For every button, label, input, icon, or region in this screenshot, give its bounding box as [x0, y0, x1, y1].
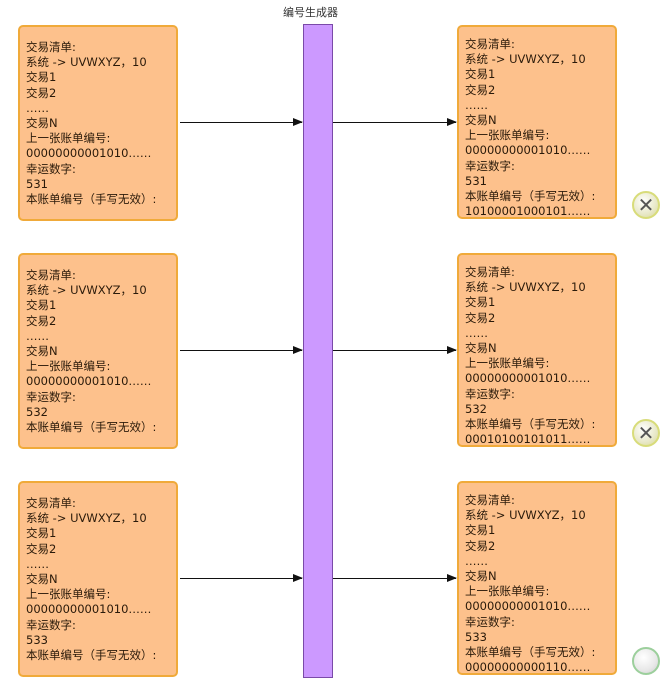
- bill-line: 531: [465, 173, 487, 188]
- bill-line: 上一张账单编号:: [26, 587, 111, 602]
- bill-line: 交易N: [465, 113, 497, 128]
- bill-line: 上一张账单编号:: [465, 584, 550, 599]
- arrow-to-generator: [180, 574, 303, 582]
- bill-line: 系统 -> UVWXYZ，10: [26, 283, 147, 298]
- bill-line: 幸运数字:: [465, 614, 515, 629]
- bill-line: 00000000001010……: [26, 374, 152, 389]
- bill-line: 00000000001010……: [465, 143, 591, 158]
- bill-line: 系统 -> UVWXYZ，10: [465, 508, 586, 523]
- bill-line: 幸运数字:: [26, 161, 76, 176]
- bill-line: 10100001000101……: [465, 204, 591, 219]
- bill-line: 交易1: [465, 67, 496, 82]
- bill-line: 交易清单:: [26, 268, 76, 282]
- bill-line: 交易1: [465, 295, 496, 310]
- bill-line: 本账单编号（手写无效）:: [26, 420, 157, 435]
- arrow-to-generator: [180, 118, 303, 126]
- bill-line: 本账单编号（手写无效）:: [26, 192, 157, 207]
- bill-line: 交易2: [26, 85, 57, 100]
- bill-line: 交易1: [26, 70, 57, 85]
- bill-line: 交易2: [26, 541, 57, 556]
- accepted-circle-icon: [632, 647, 660, 675]
- bill-line: 533: [465, 629, 487, 644]
- rejected-x-icon: ✕: [632, 419, 660, 447]
- bill-line: 交易1: [465, 523, 496, 538]
- bill-line: 00000000001010……: [26, 146, 152, 161]
- bill-line: ……: [26, 556, 49, 571]
- bill-line: 00000000000110……: [465, 660, 591, 675]
- bill-line: 00000000001010……: [465, 599, 591, 614]
- bill-line: 交易清单:: [465, 493, 515, 507]
- bill-line: 幸运数字:: [26, 617, 76, 632]
- bill-line: 系统 -> UVWXYZ，10: [26, 55, 147, 70]
- bill-line: 00000000001010……: [26, 602, 152, 617]
- bill-line: 系统 -> UVWXYZ，10: [465, 280, 586, 295]
- bill-line: 532: [465, 401, 487, 416]
- bill-line: 幸运数字:: [465, 158, 515, 173]
- bill-line: ……: [465, 553, 488, 568]
- bill-line: 交易清单:: [465, 265, 515, 279]
- bill-line: 交易清单:: [465, 37, 515, 51]
- bill-line: 幸运数字:: [26, 389, 76, 404]
- bill-line: ……: [26, 100, 49, 115]
- rejected-x-icon: ✕: [632, 191, 660, 219]
- bill-line: ……: [26, 328, 49, 343]
- arrow-to-output: [333, 574, 457, 582]
- bill-line: 00010100101011……: [465, 432, 591, 447]
- arrow-to-generator: [180, 346, 303, 354]
- bill-line: 本账单编号（手写无效）:: [465, 645, 596, 660]
- bill-line: 531: [26, 176, 48, 191]
- bill-line: 幸运数字:: [465, 386, 515, 401]
- arrow-to-output: [333, 346, 457, 354]
- bill-line: 交易2: [26, 313, 57, 328]
- bill-line: 交易清单:: [26, 40, 76, 54]
- bill-line: 交易N: [26, 572, 58, 587]
- bill-line: 交易1: [26, 298, 57, 313]
- bill-line: 交易清单:: [26, 496, 76, 510]
- arrow-to-output: [333, 118, 457, 126]
- bill-line: 系统 -> UVWXYZ，10: [465, 52, 586, 67]
- bill-line: ……: [465, 97, 488, 112]
- bill-line: 交易2: [465, 82, 496, 97]
- bill-line: 532: [26, 404, 48, 419]
- bill-line: 交易N: [26, 344, 58, 359]
- bill-line: 交易1: [26, 526, 57, 541]
- bill-line: 本账单编号（手写无效）:: [26, 648, 157, 663]
- number-generator-bar: [303, 24, 333, 678]
- bill-line: ……: [465, 325, 488, 340]
- bill-line: 交易N: [465, 341, 497, 356]
- bill-line: 上一张账单编号:: [465, 356, 550, 371]
- bill-line: 交易N: [465, 569, 497, 584]
- bill-line: 本账单编号（手写无效）:: [465, 189, 596, 204]
- bill-line: 交易2: [465, 310, 496, 325]
- bill-line: 上一张账单编号:: [465, 128, 550, 143]
- bill-line: 本账单编号（手写无效）:: [465, 417, 596, 432]
- bill-line: 系统 -> UVWXYZ，10: [26, 511, 147, 526]
- bill-line: 交易2: [465, 538, 496, 553]
- bill-line: 上一张账单编号:: [26, 359, 111, 374]
- bill-line: 00000000001010……: [465, 371, 591, 386]
- generator-title: 编号生成器: [283, 6, 338, 19]
- bill-line: 交易N: [26, 116, 58, 131]
- bill-line: 533: [26, 632, 48, 647]
- bill-line: 上一张账单编号:: [26, 131, 111, 146]
